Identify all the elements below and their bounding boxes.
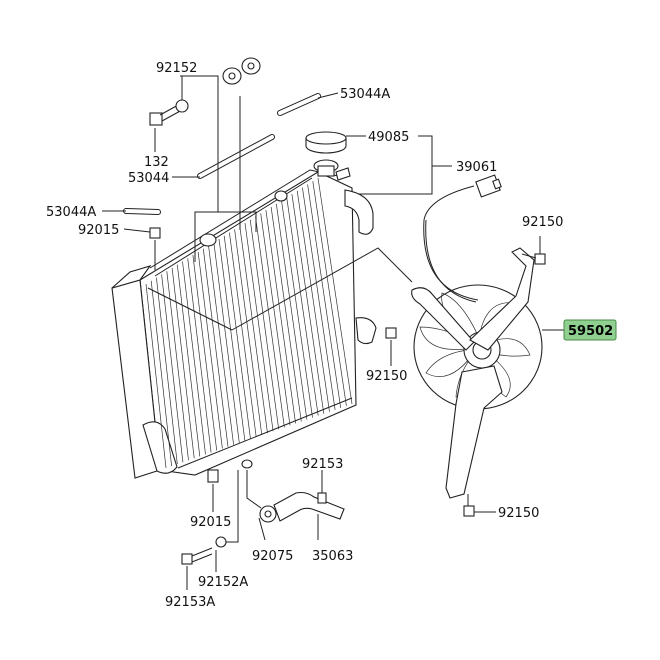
grommets-92152[interactable] [222, 57, 261, 85]
label-92150-mid[interactable]: 92150 [366, 369, 407, 384]
label-132[interactable]: 132 [144, 155, 169, 170]
label-92152[interactable]: 92152 [156, 61, 197, 76]
radiator[interactable] [111, 159, 377, 483]
label-92015-top[interactable]: 92015 [78, 223, 119, 238]
label-92152A[interactable]: 92152A [198, 575, 248, 590]
label-92153[interactable]: 92153 [302, 457, 343, 472]
bracket-tab-bottom [207, 469, 219, 483]
lower-bracket[interactable] [259, 480, 345, 523]
fan-assembly[interactable] [411, 174, 543, 499]
bolt-92153A[interactable] [181, 536, 227, 565]
label-49085[interactable]: 49085 [368, 130, 409, 145]
leader-lines [102, 75, 564, 590]
grommet-top [199, 233, 217, 247]
label-53044A-top[interactable]: 53044A [340, 87, 390, 102]
label-92153A[interactable]: 92153A [165, 595, 215, 610]
bolt-132[interactable] [149, 99, 189, 126]
radiator-fins [145, 177, 353, 469]
label-59502[interactable]: 59502 [568, 324, 613, 339]
radiator-cap[interactable] [305, 131, 347, 154]
rubber-strips[interactable] [123, 93, 321, 215]
highlight-box-59502 [563, 319, 617, 341]
grommet-bottom [241, 459, 253, 469]
label-92150-bottom[interactable]: 92150 [498, 506, 539, 521]
label-92150-top[interactable]: 92150 [522, 215, 563, 230]
label-92015-bottom[interactable]: 92015 [190, 515, 231, 530]
label-92075[interactable]: 92075 [252, 549, 293, 564]
label-53044A-left[interactable]: 53044A [46, 205, 96, 220]
label-53044[interactable]: 53044 [128, 171, 169, 186]
bracket-tab-top [149, 227, 161, 239]
label-35063[interactable]: 35063 [312, 549, 353, 564]
label-39061[interactable]: 39061 [456, 160, 497, 175]
